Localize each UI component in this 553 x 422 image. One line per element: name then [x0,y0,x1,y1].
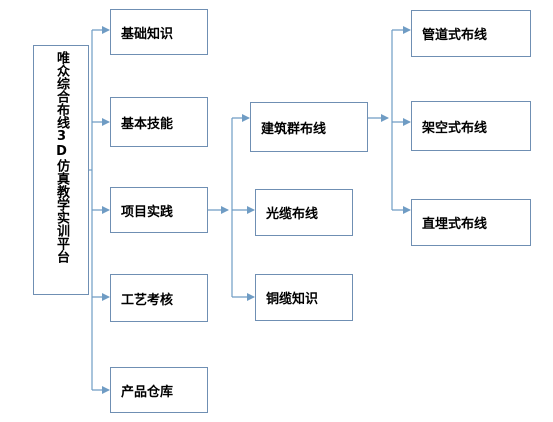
node-duct-cabling-label: 管道式布线 [422,28,488,43]
node-aerial-cabling: 架空式布线 [411,101,531,151]
node-basic-skills-label: 基本技能 [121,116,174,132]
node-buried-cabling-label: 直埋式布线 [422,217,488,232]
node-basic-knowledge: 基础知识 [110,9,208,55]
node-project-practice: 项目实践 [110,187,208,233]
node-building-cabling: 建筑群布线 [250,102,368,152]
node-craft-assessment-label: 工艺考核 [121,292,174,308]
node-fiber-cabling: 光缆布线 [255,189,353,236]
node-aerial-cabling-label: 架空式布线 [422,120,488,136]
node-basic-knowledge-label: 基础知识 [121,26,174,42]
node-duct-cabling: 管道式布线 [411,10,531,57]
node-basic-skills: 基本技能 [110,97,208,147]
node-copper-knowledge-label: 铜缆知识 [266,292,319,307]
node-product-warehouse: 产品仓库 [110,367,208,413]
node-buried-cabling: 直埋式布线 [411,199,531,246]
node-fiber-cabling-label: 光缆布线 [266,207,319,222]
node-project-practice-label: 项目实践 [121,204,174,220]
node-copper-knowledge: 铜缆知识 [255,274,353,321]
root-node-label: 唯众综合布线3D仿真教学实训平台 [54,51,69,263]
node-craft-assessment: 工艺考核 [110,274,208,322]
node-building-cabling-label: 建筑群布线 [261,121,327,137]
node-product-warehouse-label: 产品仓库 [121,384,174,400]
root-node: 唯众综合布线3D仿真教学实训平台 [33,45,89,295]
